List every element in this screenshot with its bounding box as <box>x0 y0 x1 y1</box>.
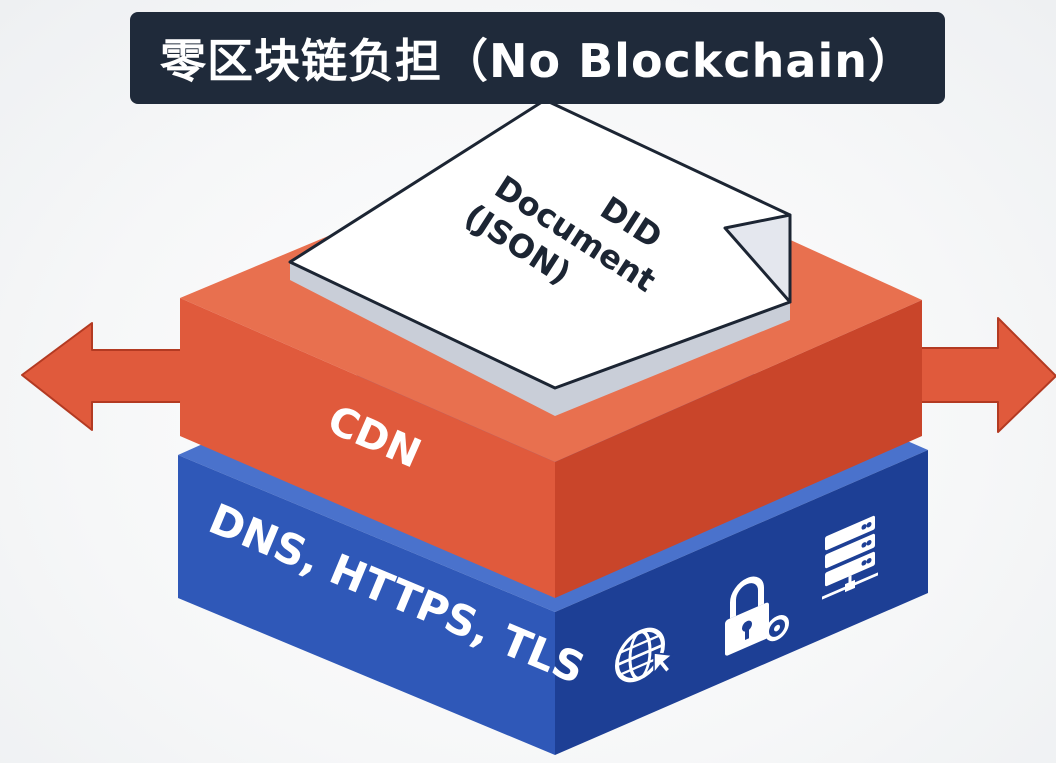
cdn-layer-right-face <box>555 300 922 598</box>
globe-cursor-icon <box>615 627 674 683</box>
left-arrow <box>21 322 201 431</box>
protocol-layer-right-face <box>555 450 928 755</box>
document-folded-corner <box>723 213 792 304</box>
protocol-layer-left-face <box>178 455 555 755</box>
server-network-icon <box>822 515 878 600</box>
page-title: 零区块链负担（No Blockchain） <box>160 34 915 88</box>
title-banner: 零区块链负担（No Blockchain） <box>130 12 945 104</box>
cdn-layer-left-face <box>180 298 555 598</box>
did-document: DID Document (JSON) <box>288 98 792 416</box>
lock-key-icon <box>725 576 789 656</box>
